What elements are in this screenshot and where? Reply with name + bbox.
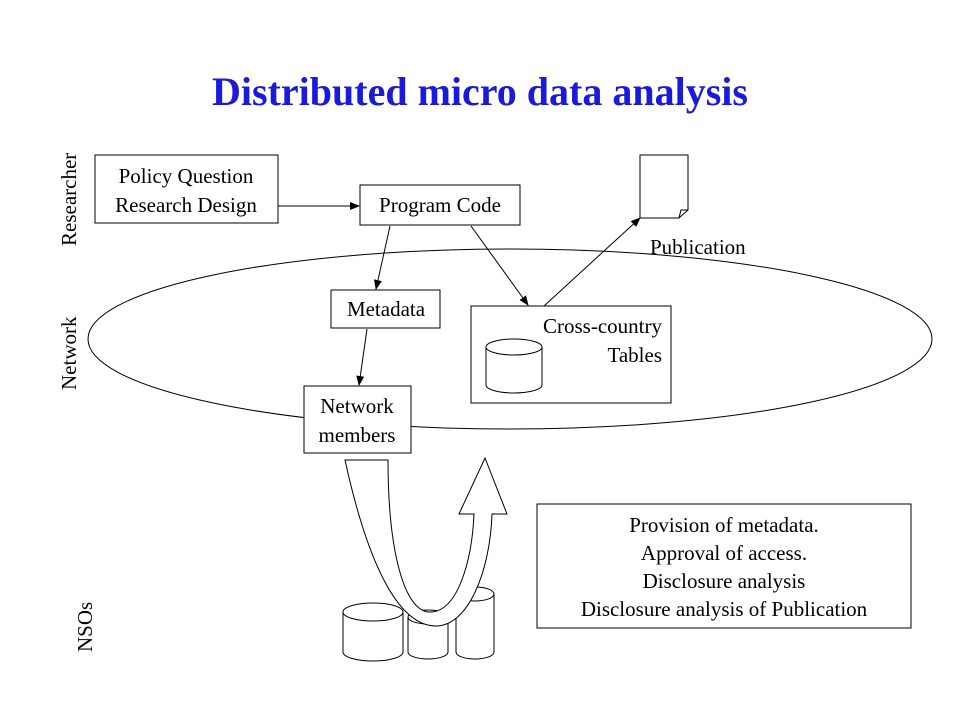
arrow-program-to-tables (470, 225, 529, 306)
note-disclosure-analysis: Disclosure analysis (643, 569, 806, 593)
metadata-box: Metadata (330, 289, 441, 329)
cross-country-tables-box: Cross-country Tables (470, 305, 672, 404)
nso-database-icon-3 (455, 586, 495, 660)
network-members-box: Network members (303, 385, 412, 454)
publication-label: Publication (650, 235, 746, 259)
metadata-text: Metadata (347, 297, 426, 321)
note-disclosure-analysis-publication: Disclosure analysis of Publication (581, 597, 868, 621)
side-label-researcher: Researcher (57, 153, 81, 246)
arrow-metadata-to-network-members (356, 328, 368, 386)
nso-database-icon-1 (342, 602, 404, 662)
slide-title: Distributed micro data analysis (212, 69, 748, 114)
research-design-text: Research Design (115, 193, 257, 217)
tables-text: Tables (607, 343, 662, 367)
side-label-nsos: NSOs (73, 602, 97, 652)
notes-box: Provision of metadata. Approval of acces… (536, 503, 912, 629)
program-code-text: Program Code (379, 193, 501, 217)
publication-document-icon (639, 154, 689, 219)
policy-question-box: Policy Question Research Design (94, 154, 279, 224)
arrow-program-to-metadata (374, 225, 391, 290)
u-flow-arrow (344, 456, 508, 627)
network-ellipse (87, 248, 933, 430)
note-approval-access: Approval of access. (641, 541, 807, 565)
side-label-network: Network (57, 316, 81, 390)
members-text: members (319, 423, 396, 447)
database-cylinder-icon (485, 338, 543, 394)
policy-question-text: Policy Question (119, 164, 254, 188)
network-text: Network (320, 394, 394, 418)
program-code-box: Program Code (359, 184, 521, 226)
cross-country-text: Cross-country (543, 314, 662, 338)
note-provision-metadata: Provision of metadata. (629, 513, 819, 537)
arrow-tables-to-publication (543, 217, 641, 307)
